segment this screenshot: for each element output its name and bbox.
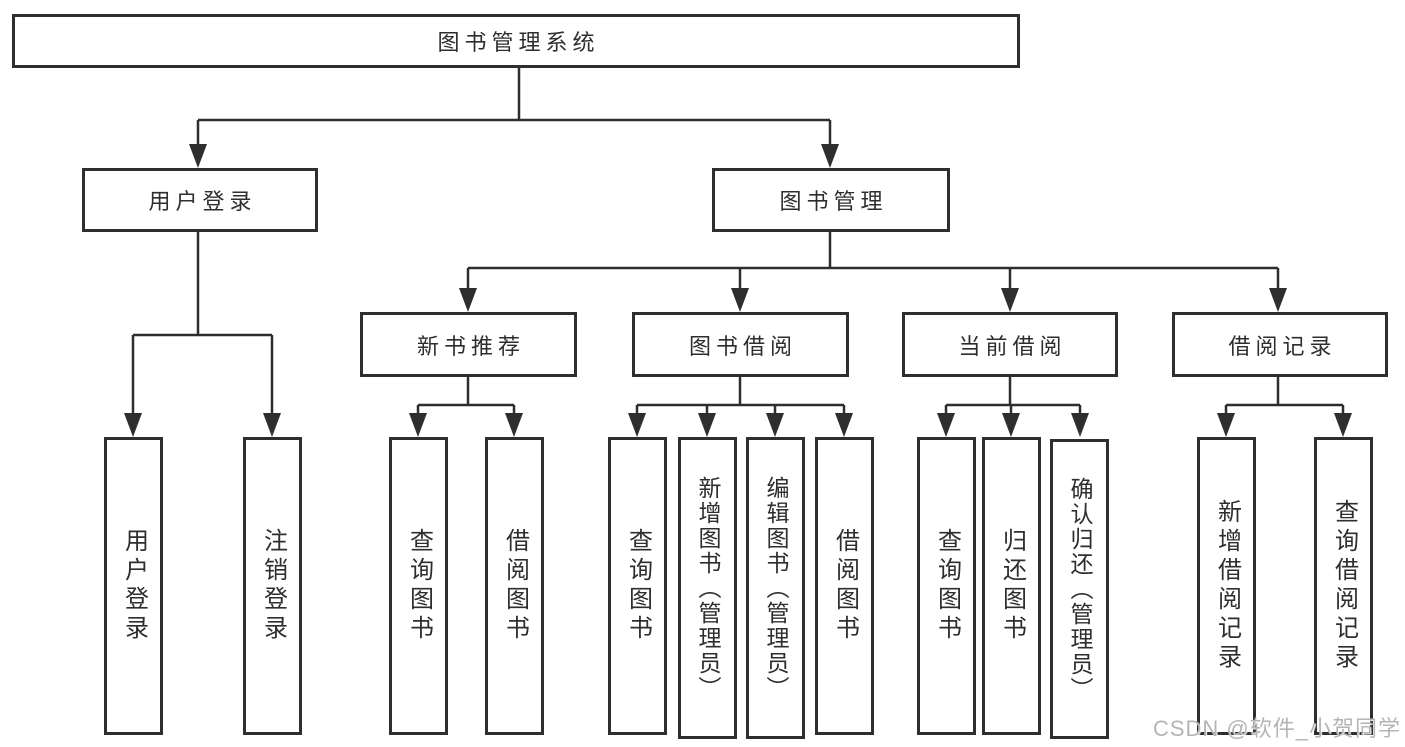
arrowheads: [124, 144, 1352, 437]
leaf-query-books-recommend: 查询图书: [389, 437, 448, 735]
node-label: 用户登录: [148, 189, 257, 214]
node-label: 图书管理系统: [437, 30, 600, 55]
leaf-return-book: 归还图书: [982, 437, 1041, 735]
node-label: 查询图书: [933, 528, 961, 644]
node-label: 借阅记录: [1228, 333, 1337, 359]
arrowhead-icon: [937, 413, 955, 437]
leaf-user-login: 用户登录: [104, 437, 163, 735]
leaf-logout: 注销登录: [243, 437, 302, 735]
leaf-query-books-current: 查询图书: [917, 437, 976, 735]
node-label: 用户登录: [120, 528, 148, 644]
node-label: 当前借阅: [958, 333, 1067, 359]
arrowhead-icon: [835, 413, 853, 437]
node-label: 查询图书: [624, 528, 652, 644]
leaf-add-borrow-record: 新增借阅记录: [1197, 437, 1256, 735]
connector-paths: [131, 68, 1345, 415]
leaf-edit-book-admin: 编辑图书（管理员）: [746, 437, 805, 739]
node-label: 查询图书: [405, 528, 433, 644]
leaf-query-borrow-record: 查询借阅记录: [1314, 437, 1373, 735]
leaf-confirm-return-admin: 确认归还（管理员）: [1050, 439, 1109, 739]
arrowhead-icon: [505, 413, 523, 437]
node-label: 编辑图书（管理员）: [763, 475, 789, 701]
arrowhead-icon: [189, 144, 207, 168]
leaf-query-books-borrow: 查询图书: [608, 437, 667, 735]
node-book-borrowing: 图书借阅: [632, 312, 849, 377]
arrowhead-icon: [459, 288, 477, 312]
arrowhead-icon: [124, 413, 142, 437]
node-label: 新增图书（管理员）: [695, 475, 721, 701]
node-label: 借阅图书: [831, 528, 859, 644]
node-label: 图书借阅: [688, 333, 797, 359]
leaf-add-book-admin: 新增图书（管理员）: [678, 437, 737, 739]
node-new-book-recommend: 新书推荐: [360, 312, 577, 377]
arrowhead-icon: [731, 288, 749, 312]
arrowhead-icon: [1217, 413, 1235, 437]
node-label: 图书管理: [779, 189, 888, 214]
csdn-watermark: CSDN @软件_小贺同学: [1152, 716, 1401, 741]
node-label: 查询借阅记录: [1330, 499, 1358, 673]
arrowhead-icon: [628, 413, 646, 437]
leaf-borrow-books: 借阅图书: [815, 437, 874, 735]
node-label: 确认归还（管理员）: [1067, 476, 1093, 702]
arrowhead-icon: [1269, 288, 1287, 312]
node-borrowing-records: 借阅记录: [1172, 312, 1388, 377]
node-user-login: 用户登录: [82, 168, 318, 232]
arrowhead-icon: [409, 413, 427, 437]
arrowhead-icon: [1334, 413, 1352, 437]
arrowhead-icon: [698, 413, 716, 437]
arrowhead-icon: [766, 413, 784, 437]
arrowhead-icon: [821, 144, 839, 168]
node-current-borrowing: 当前借阅: [902, 312, 1118, 377]
arrowhead-icon: [1002, 413, 1020, 437]
arrowhead-icon: [1071, 413, 1089, 437]
node-label: 归还图书: [998, 528, 1026, 644]
node-label: 注销登录: [259, 528, 287, 644]
arrowhead-icon: [263, 413, 281, 437]
node-label: 借阅图书: [501, 528, 529, 644]
node-label: 新书推荐: [416, 333, 525, 359]
node-label: 新增借阅记录: [1213, 499, 1241, 673]
arrowhead-icon: [1001, 288, 1019, 312]
node-library-system-root: 图书管理系统: [12, 14, 1020, 68]
leaf-borrow-books-recommend: 借阅图书: [485, 437, 544, 735]
node-book-management: 图书管理: [712, 168, 950, 232]
